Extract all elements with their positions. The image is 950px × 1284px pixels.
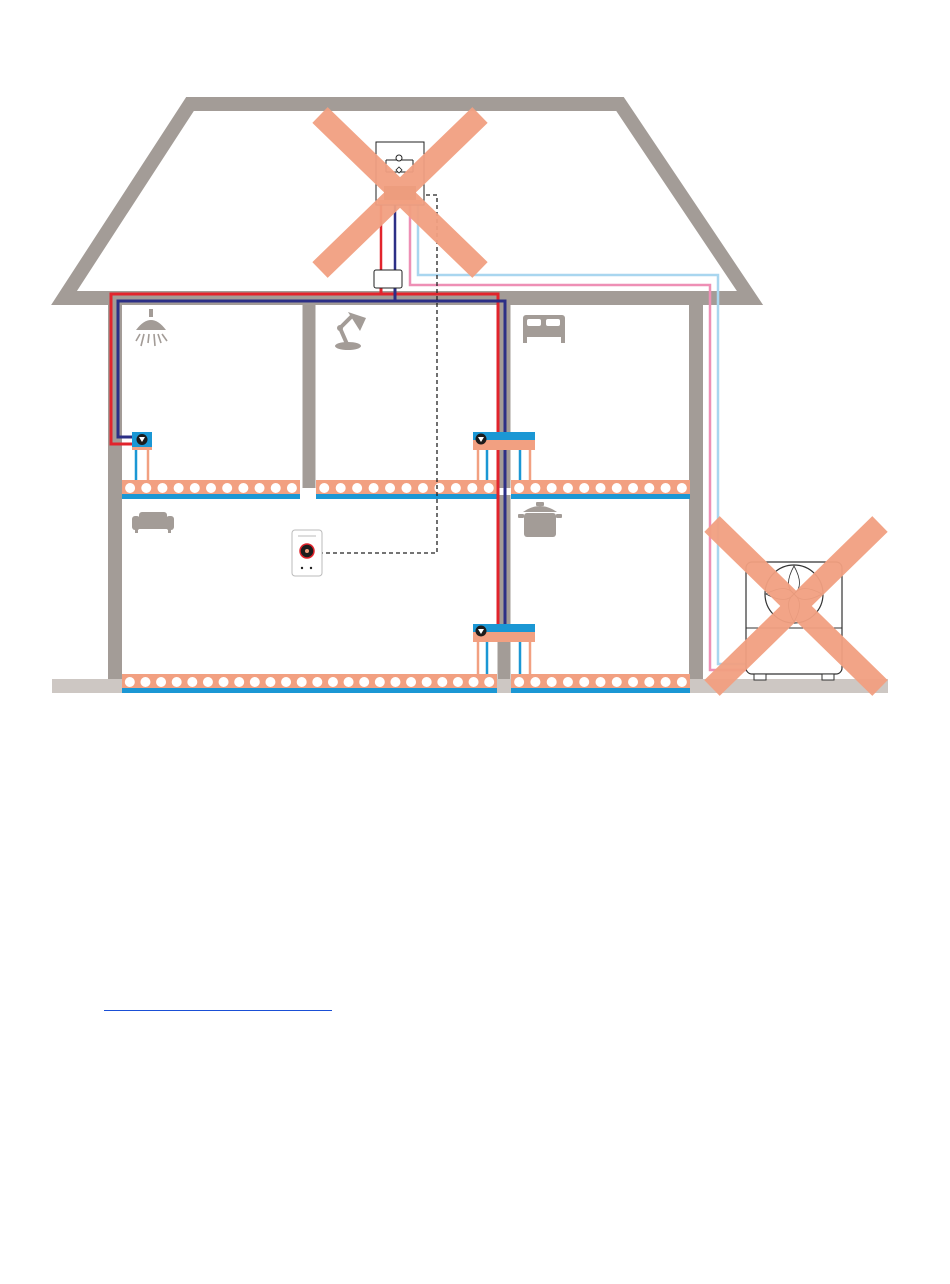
manifold-upper-left [132, 432, 152, 480]
heating-loop [484, 483, 494, 493]
heating-loop [187, 677, 197, 687]
heating-loop [352, 483, 362, 493]
heating-loop [514, 483, 524, 493]
heating-loop [125, 483, 135, 493]
junction-box-icon [374, 270, 402, 288]
heating-loop [222, 483, 232, 493]
heating-loop [628, 483, 638, 493]
sofa-icon [132, 512, 174, 533]
heating-loop [596, 677, 606, 687]
heating-loop [297, 677, 307, 687]
floor-heating-bands [122, 480, 690, 693]
heating-loop [255, 483, 265, 493]
heating-loop [579, 677, 589, 687]
heating-loop [359, 677, 369, 687]
heating-loop [271, 483, 281, 493]
heating-loop [172, 677, 182, 687]
boiler-cross-mark [320, 115, 480, 270]
heating-loop [385, 483, 395, 493]
heating-loop [190, 483, 200, 493]
underline-link[interactable] [104, 1010, 332, 1011]
heating-loop [547, 677, 557, 687]
heating-loop [369, 483, 379, 493]
ground-floor-band [511, 674, 690, 693]
return-distribution-pipe [118, 288, 395, 437]
heating-loop [141, 483, 151, 493]
heating-loop [467, 483, 477, 493]
heating-loop [402, 483, 412, 493]
heating-loop [563, 483, 573, 493]
heating-loop [336, 483, 346, 493]
heating-loop [644, 677, 654, 687]
heating-loop [661, 677, 671, 687]
upper-floor-band [511, 480, 690, 499]
heating-loop [174, 483, 184, 493]
pipework [111, 195, 748, 670]
heating-loop [579, 483, 589, 493]
heating-loop [281, 677, 291, 687]
ground-floor-band [122, 674, 497, 693]
heating-loop [156, 677, 166, 687]
heating-loop [418, 483, 428, 493]
desk-lamp-icon [335, 312, 366, 350]
heating-loop [596, 483, 606, 493]
heating-loop [530, 483, 540, 493]
heating-loop [250, 677, 260, 687]
heating-loop [238, 483, 248, 493]
heating-loop [661, 483, 671, 493]
heating-loop [514, 677, 524, 687]
heating-loop [434, 483, 444, 493]
heating-loop [157, 483, 167, 493]
heating-loop [453, 677, 463, 687]
heating-loop [390, 677, 400, 687]
heating-loop [344, 677, 354, 687]
upper-floor-band [316, 480, 497, 499]
heating-loop [219, 677, 229, 687]
heating-loop [563, 677, 573, 687]
heating-loop [287, 483, 297, 493]
return-riser-pipe [395, 301, 505, 640]
heating-loop [422, 677, 432, 687]
bed-icon [523, 315, 565, 343]
shower-icon [136, 309, 167, 346]
heating-loop [328, 677, 338, 687]
heating-loop [312, 677, 322, 687]
heating-loop [677, 483, 687, 493]
heating-loop [612, 483, 622, 493]
heating-loop [612, 677, 622, 687]
heating-loop [547, 483, 557, 493]
flow-riser-pipe [381, 294, 498, 640]
heating-loop [125, 677, 135, 687]
heating-loop [451, 483, 461, 493]
heating-loop [437, 677, 447, 687]
heating-loop [206, 483, 216, 493]
thermostat-icon [292, 530, 322, 576]
heating-loop [677, 677, 687, 687]
cooking-pot-icon [518, 502, 562, 537]
heating-loop [469, 677, 479, 687]
heating-loop [530, 677, 540, 687]
heating-loop [375, 677, 385, 687]
upper-floor-band [122, 480, 300, 499]
heating-loop [203, 677, 213, 687]
heating-loop [644, 483, 654, 493]
heating-loop [628, 677, 638, 687]
heating-loop [234, 677, 244, 687]
heating-loop [140, 677, 150, 687]
heating-loop [484, 677, 494, 687]
heating-loop [406, 677, 416, 687]
heating-loop [265, 677, 275, 687]
heating-loop [319, 483, 329, 493]
